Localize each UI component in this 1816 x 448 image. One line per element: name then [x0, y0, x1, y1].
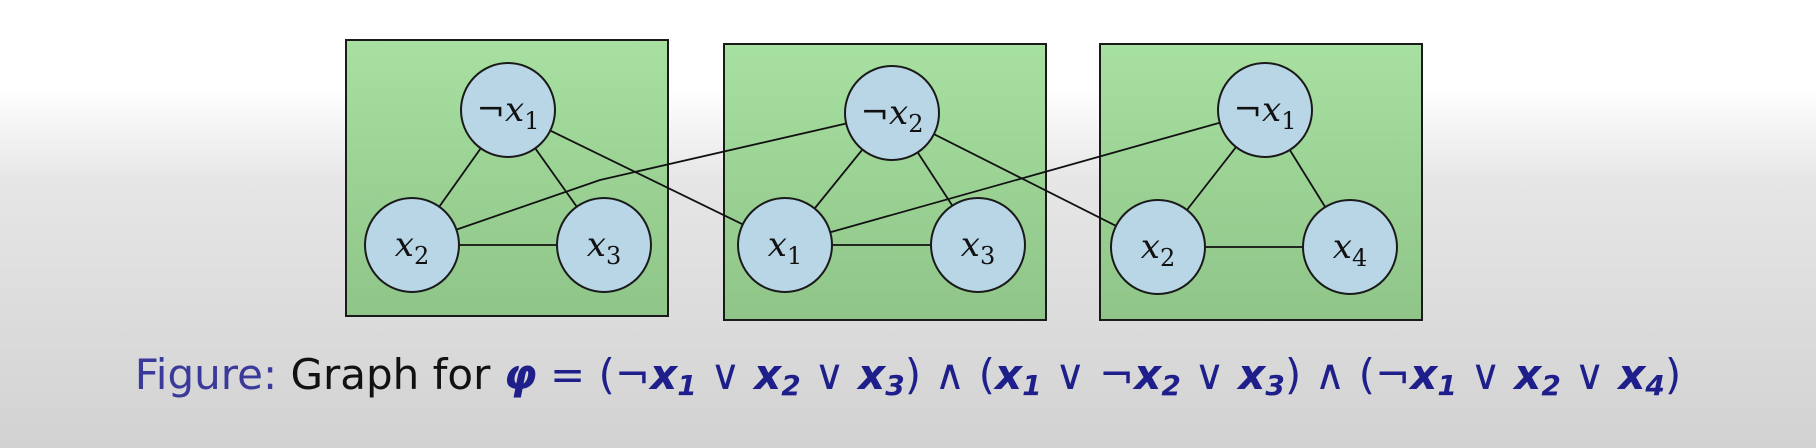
literal-var: x: [754, 350, 782, 399]
literal-node-c1b: x2: [364, 197, 460, 293]
node-label: x4: [1333, 227, 1367, 272]
literal-var: x: [1238, 350, 1266, 399]
literal-node-c2b: x1: [737, 197, 833, 293]
node-label: x2: [395, 225, 429, 270]
literal-var: x: [1618, 350, 1646, 399]
literal-node-c3b: x2: [1110, 199, 1206, 295]
node-circle: [930, 197, 1026, 293]
not-symbol: ¬: [1099, 350, 1135, 399]
node-circle: [556, 197, 652, 293]
literal-index: 2: [1161, 369, 1181, 402]
literal-node-c2c: x3: [930, 197, 1026, 293]
literal-index: 1: [1022, 369, 1042, 402]
node-label: ¬x1: [1234, 90, 1297, 135]
node-label: x3: [587, 225, 621, 270]
phi-symbol: φ: [503, 350, 537, 399]
node-circle: [460, 62, 556, 158]
caption-text: Graph for: [290, 350, 491, 399]
node-label: x2: [1141, 227, 1175, 272]
literal-var: x: [994, 350, 1023, 399]
literal-node-c2a: ¬x2: [844, 65, 940, 161]
literal-index: 2: [1541, 369, 1561, 402]
literal-index: 3: [885, 369, 905, 402]
figure-caption: Figure: Graph for φ = (¬x1 ∨ x2 ∨ x3) ∧ …: [0, 350, 1816, 402]
edge-c1b-c2a: [411, 112, 893, 246]
literal-index: 4: [1645, 369, 1665, 402]
literal-index: 2: [781, 369, 801, 402]
literal-node-c1c: x3: [556, 197, 652, 293]
literal-var: x: [650, 350, 678, 399]
edge-c2b-c3a: [784, 109, 1266, 246]
node-circle: [1217, 62, 1313, 158]
literal-index: 1: [1437, 369, 1457, 402]
caption-label: Figure:: [134, 350, 278, 399]
literal-var: x: [1514, 350, 1542, 399]
node-circle: [844, 65, 940, 161]
not-symbol: ¬: [614, 350, 651, 399]
literal-var: x: [858, 350, 886, 399]
literal-node-c3c: x4: [1302, 199, 1398, 295]
literal-index: 3: [1265, 369, 1285, 402]
node-label: ¬x2: [861, 93, 924, 138]
formula: φ = (¬x1 ∨ x2 ∨ x3) ∧ (x1 ∨ ¬x2 ∨ x3) ∧ …: [503, 350, 1682, 402]
node-circle: [737, 197, 833, 293]
clause-graph: ¬x1 x2 x3 ¬x2 x1 x3 ¬x1 x2 x4: [345, 39, 1423, 321]
node-label: x3: [961, 225, 995, 270]
node-circle: [1302, 199, 1398, 295]
edge-c2a-c3b: [891, 112, 1159, 248]
edge-c1a-c2b: [507, 109, 786, 246]
node-circle: [1110, 199, 1206, 295]
node-circle: [364, 197, 460, 293]
literal-var: x: [1410, 350, 1438, 399]
literal-var: x: [1134, 350, 1162, 399]
node-label: ¬x1: [477, 90, 540, 135]
literal-node-c3a: ¬x1: [1217, 62, 1313, 158]
node-label: x1: [768, 225, 802, 270]
literal-node-c1a: ¬x1: [460, 62, 556, 158]
literal-index: 1: [677, 369, 697, 402]
not-symbol: ¬: [1375, 350, 1411, 399]
